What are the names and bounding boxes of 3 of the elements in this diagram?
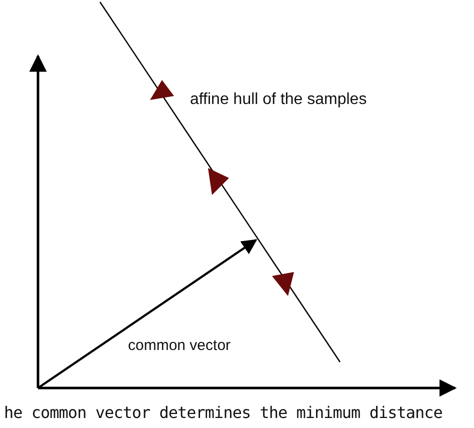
text-label: affine hull of the samples — [190, 91, 367, 109]
text-label: common vector — [128, 337, 231, 355]
caption: he common vector determines the minimum distance — [4, 404, 442, 422]
